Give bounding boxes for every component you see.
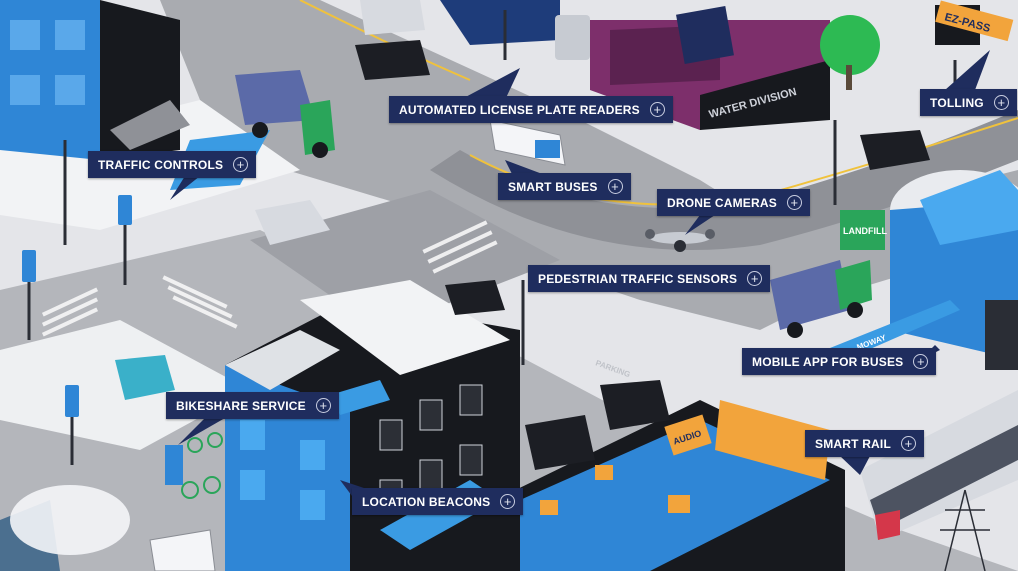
- hotspot-mobile-app-buses[interactable]: Mobile App for Buses +: [742, 348, 937, 375]
- hotspot-label: Bikeshare Service: [176, 398, 306, 413]
- plus-circle-icon: +: [233, 157, 249, 172]
- black-car-right: [860, 130, 930, 170]
- hotspot-label: Smart Buses: [508, 179, 598, 194]
- autonomous-car: [149, 529, 216, 571]
- hotspot-pedestrian-sensors[interactable]: Pedestrian Traffic Sensors +: [528, 265, 771, 292]
- hotspot-label: Automated License Plate Readers: [399, 102, 640, 117]
- plus-circle-icon: +: [993, 95, 1009, 110]
- plus-circle-icon: +: [901, 436, 916, 451]
- traffic-lights: [22, 195, 132, 417]
- garbage-truck: [235, 70, 335, 158]
- hotspot-smart-rail[interactable]: Smart Rail +: [805, 430, 924, 457]
- hotspot-license-plate-readers[interactable]: Automated License Plate Readers +: [389, 96, 673, 123]
- landfill-sign: LANDFILL: [843, 226, 887, 236]
- plus-circle-icon: +: [649, 102, 665, 117]
- upper-road: [160, 0, 1018, 330]
- hotspot-label: Smart Rail: [815, 436, 891, 451]
- hotspot-label: Mobile App for Buses: [752, 354, 904, 369]
- hotspot-smart-buses[interactable]: Smart Buses +: [498, 173, 631, 200]
- drone: [645, 229, 715, 252]
- black-car-parking-2: [525, 415, 595, 470]
- plus-circle-icon: +: [607, 179, 623, 194]
- hotspot-tolling[interactable]: Tolling +: [920, 89, 1017, 116]
- hotspot-location-beacons[interactable]: Location Beacons +: [352, 488, 524, 515]
- hotspot-label: Location Beacons: [362, 494, 491, 509]
- power-pylon: [940, 489, 990, 571]
- plus-circle-icon: +: [315, 398, 331, 413]
- plus-circle-icon: +: [500, 494, 516, 509]
- black-car-top: [355, 40, 430, 80]
- silver-car: [255, 200, 330, 245]
- plus-circle-icon: +: [747, 271, 763, 286]
- hotspot-drone-cameras[interactable]: Drone Cameras +: [657, 189, 810, 216]
- hotspot-traffic-controls[interactable]: Traffic Controls +: [88, 151, 257, 178]
- black-car-parking: [600, 380, 670, 430]
- hotspot-label: Drone Cameras: [667, 195, 777, 210]
- hotspot-label: Tolling: [930, 95, 984, 110]
- garbage-truck-2: [770, 260, 872, 338]
- hotspot-label: Traffic Controls: [98, 157, 224, 172]
- hotspot-label: Pedestrian Traffic Sensors: [538, 271, 738, 286]
- plus-circle-icon: +: [913, 354, 929, 369]
- smart-bus: [489, 119, 566, 166]
- bikeshare-bikes: [181, 432, 223, 499]
- plus-circle-icon: +: [786, 195, 802, 210]
- teal-car: [115, 355, 175, 400]
- hotspot-bikeshare[interactable]: Bikeshare Service +: [166, 392, 339, 419]
